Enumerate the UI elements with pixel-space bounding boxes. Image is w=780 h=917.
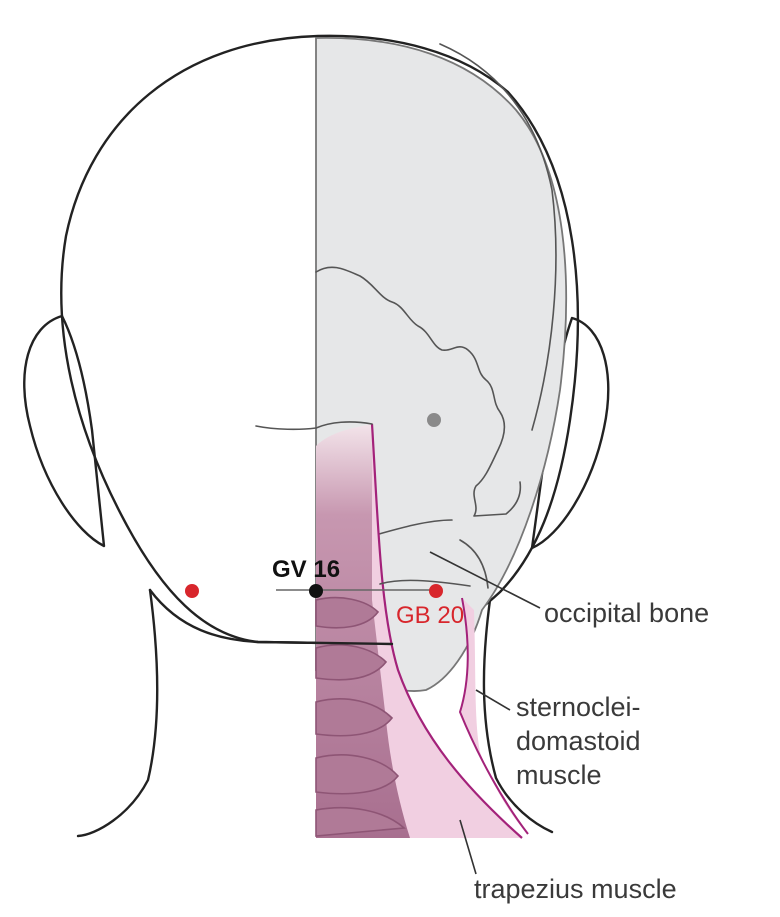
gray-marker [427,413,441,427]
occipital-leader [429,551,541,609]
skull-inner-line [439,43,557,431]
scm-label-line2: domastoid [516,726,641,756]
scm-leader [475,689,511,711]
trapezius-region [372,424,522,838]
deep-neck-muscle [316,424,522,838]
atlas-line [379,579,471,587]
right-gb20-dot [429,584,443,598]
scm-edge [458,597,529,835]
lambdoid-suture [315,266,522,517]
trapezius-edge [370,423,523,839]
occipital-ridge [371,519,453,537]
trapezius-label: trapezius muscle [474,874,677,904]
gv16-label: GV 16 [272,556,340,583]
gb20-label: GB 20 [396,602,464,629]
left-gb20-dot [185,584,199,598]
neck-left-outline [76,588,159,838]
gv16-dot [309,584,323,598]
occipital-bone-label: occipital bone [544,598,709,628]
trapezius-leader [459,819,477,875]
skull-base-ridge [255,421,373,431]
mastoid-line [459,539,489,589]
cervical-vertebrae [315,596,406,837]
left-ear [23,314,106,548]
scm-label-line1: sternoclei- [516,692,641,722]
sternocleidomastoid-region [460,598,528,834]
neck-right-outline [482,598,554,834]
jaw-contour [148,588,394,646]
scm-label-line3: muscle [516,760,602,790]
